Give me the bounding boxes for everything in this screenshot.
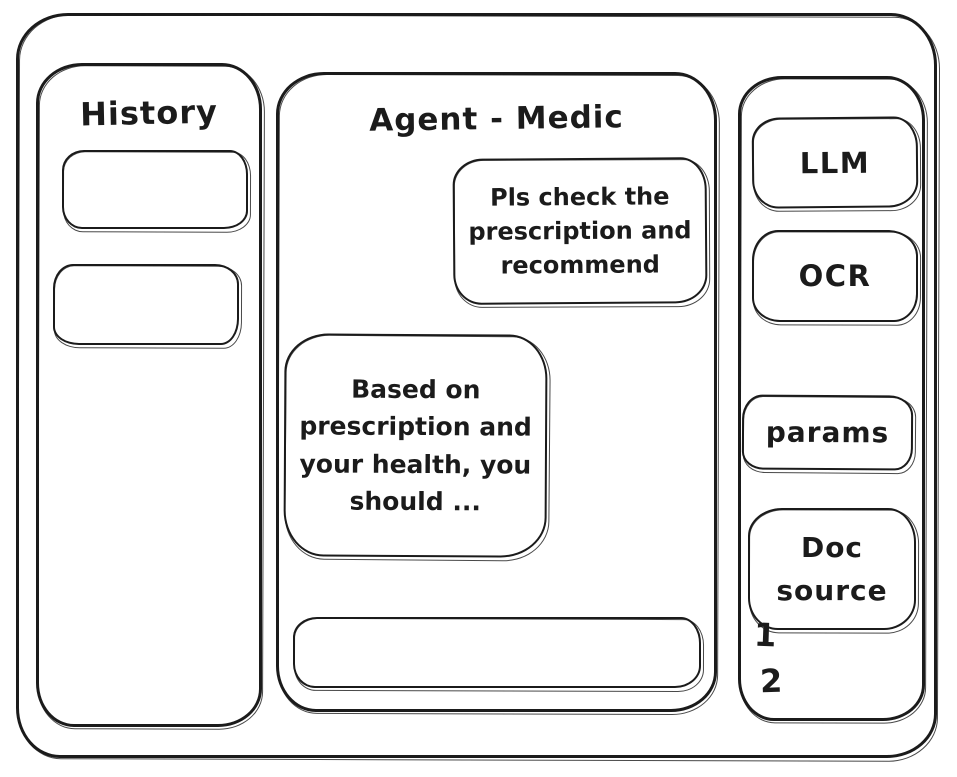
params-button[interactable]: params bbox=[741, 394, 914, 471]
history-item[interactable] bbox=[53, 264, 239, 345]
history-panel-title: History bbox=[79, 92, 219, 134]
doc-source-button[interactable]: Doc source bbox=[748, 508, 916, 630]
message-input-bar[interactable] bbox=[293, 617, 701, 688]
doc-source-item-1: 1 bbox=[753, 615, 777, 655]
user-message-bubble: Pls check the prescription and recommend bbox=[452, 157, 708, 305]
history-item[interactable] bbox=[62, 150, 248, 229]
doc-source-item-2: 2 bbox=[759, 661, 783, 701]
message-input[interactable] bbox=[309, 625, 685, 680]
assistant-message-bubble: Based on prescription and your health, y… bbox=[283, 333, 548, 558]
chat-panel-title: Agent - Medic bbox=[368, 99, 625, 139]
llm-button[interactable]: LLM bbox=[751, 116, 919, 209]
ocr-button[interactable]: OCR bbox=[752, 230, 918, 322]
